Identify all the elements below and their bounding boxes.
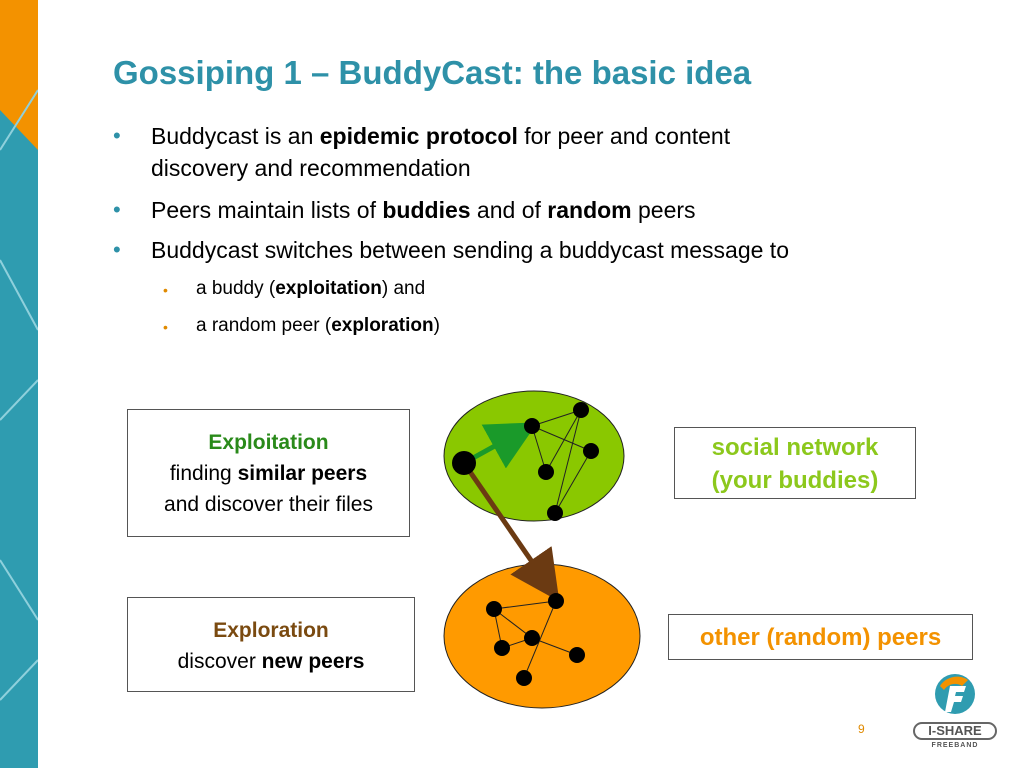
bullet-text: for peer and content xyxy=(517,123,731,149)
random-peer-node xyxy=(569,647,585,663)
exploration-line-1: discover new peers xyxy=(128,646,414,677)
exploitation-box: Exploitation finding similar peers and d… xyxy=(127,409,410,537)
exploration-text: discover xyxy=(177,650,262,673)
social-network-label: social network (your buddies) xyxy=(674,427,916,499)
exploitation-text: finding xyxy=(169,462,238,485)
bullet-marker: • xyxy=(113,197,121,222)
bullet-bold-text: random xyxy=(547,197,632,223)
sub-bullet-text: ) xyxy=(433,315,440,336)
bullet-epidemic-protocol: • Buddycast is an epidemic protocol for … xyxy=(113,120,730,184)
random-peers-cluster xyxy=(443,563,641,709)
sub-bullet-exploitation: • a buddy (exploitation) and xyxy=(163,276,425,302)
random-peers-label: other (random) peers xyxy=(668,614,973,660)
sub-bullet-text: a random peer ( xyxy=(196,315,332,336)
exploitation-bold-text: similar peers xyxy=(237,462,368,485)
random-peer-node xyxy=(524,630,540,646)
exploitation-line-1: finding similar peers xyxy=(128,458,409,489)
buddy-node xyxy=(547,505,563,521)
bullet-text: Peers maintain lists of xyxy=(151,197,383,223)
i-share-logo: I-SHARE FREEBAND xyxy=(910,672,1000,752)
buddy-node xyxy=(573,402,589,418)
random-peer-arrow xyxy=(461,461,560,602)
sub-bullet-exploration: • a random peer (exploration) xyxy=(163,313,440,339)
bullet-buddies-random: • Peers maintain lists of buddies and of… xyxy=(113,194,696,226)
decorative-side-stripe xyxy=(0,0,38,768)
random-peer-node xyxy=(486,601,502,617)
bullet-text: Buddycast is an xyxy=(151,123,320,149)
buddy-node xyxy=(524,418,540,434)
page-number: 9 xyxy=(858,722,865,736)
logo-tagline: FREEBAND xyxy=(931,742,979,749)
bullet-bold-text: buddies xyxy=(382,197,471,223)
random-peer-node xyxy=(494,640,510,656)
bullet-bold-text: epidemic protocol xyxy=(319,123,518,149)
random-peer-node xyxy=(548,593,564,609)
exploitation-heading: Exploitation xyxy=(208,431,329,454)
random-peer-node xyxy=(516,670,532,686)
bullet-switches: • Buddycast switches between sending a b… xyxy=(113,234,789,266)
bullet-text: and of xyxy=(470,197,548,223)
exploration-bold-text: new peers xyxy=(261,650,365,673)
exploitation-line-2: and discover their files xyxy=(164,493,373,516)
exploration-heading: Exploration xyxy=(213,619,329,642)
sub-bullet-marker: • xyxy=(163,282,168,298)
bullet-text: discovery and recommendation xyxy=(151,155,471,181)
exploration-box: Exploration discover new peers xyxy=(127,597,415,692)
bullet-marker: • xyxy=(113,123,121,148)
sub-bullet-bold-text: exploitation xyxy=(275,278,382,299)
self-peer-node xyxy=(452,451,476,475)
bullet-text: peers xyxy=(631,197,696,223)
sub-bullet-text: ) and xyxy=(381,278,426,299)
sub-bullet-bold-text: exploration xyxy=(331,315,434,336)
slide-title: Gossiping 1 – BuddyCast: the basic idea xyxy=(113,54,752,91)
sub-bullet-text: a buddy ( xyxy=(196,278,276,299)
logo-brand: I-SHARE xyxy=(913,722,997,740)
social-network-line-2: (your buddies) xyxy=(711,467,879,494)
peer-network-diagram xyxy=(443,390,641,709)
buddy-node xyxy=(538,464,554,480)
buddy-node xyxy=(583,443,599,459)
bullet-marker: • xyxy=(113,237,121,262)
sub-bullet-marker: • xyxy=(163,319,168,335)
bullet-text: Buddycast switches between sending a bud… xyxy=(151,237,789,263)
freeband-f-logo-icon xyxy=(935,674,975,714)
social-network-line-1: social network xyxy=(711,434,879,461)
